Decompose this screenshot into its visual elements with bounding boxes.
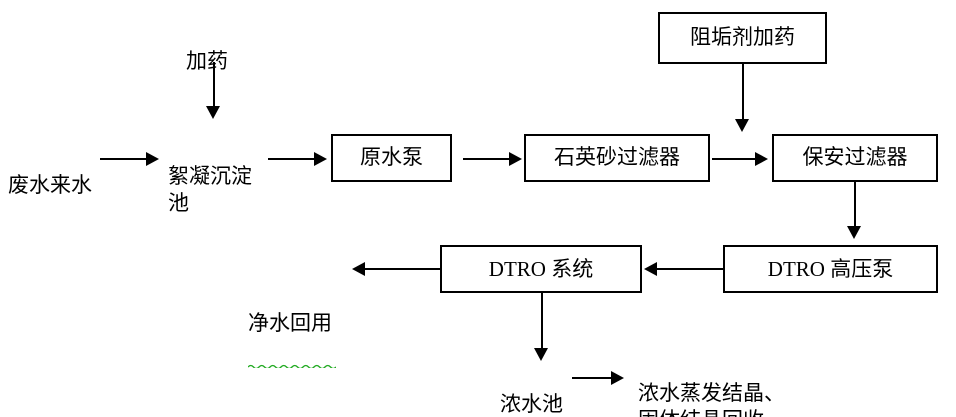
connector-concentrate-to-crystal-arrowhead (611, 371, 624, 385)
connector-dtro-to-reuse-arrowhead (352, 262, 365, 276)
connector-pump-to-quartz-line (463, 158, 511, 160)
node-floc-tank: 絮凝沉淀 池 (168, 137, 263, 218)
connector-floc-to-pump-arrowhead (314, 152, 327, 166)
connector-antiscalant-to-cartridge-arrowhead (735, 119, 749, 132)
node-crystallization: 浓水蒸发结晶、 固体结晶回收 (638, 354, 785, 417)
node-influent: 废水来水 (8, 146, 92, 200)
node-dtro-hp-pump[interactable]: DTRO 高压泵 (723, 245, 938, 293)
connector-pump-to-quartz-arrowhead (509, 152, 522, 166)
node-quartz-sand-filter[interactable]: 石英砂过滤器 (524, 134, 710, 182)
connector-floc-to-pump-line (268, 158, 316, 160)
node-clean-water-reuse-label-wrap: 净水回用 (248, 284, 336, 368)
node-cartridge-filter-label: 保安过滤器 (802, 145, 908, 169)
node-floc-tank-label: 絮凝沉淀 池 (168, 164, 252, 215)
node-dtro-system-label: DTRO 系统 (488, 256, 594, 281)
connector-dosing-to-floc-line (213, 62, 215, 108)
node-dosing: 加药 (186, 22, 228, 76)
connector-influent-to-floc-arrowhead (146, 152, 159, 166)
connector-cartridge-to-hppump-arrowhead (847, 226, 861, 239)
node-raw-water-pump-label: 原水泵 (360, 145, 423, 169)
node-crystallization-label: 浓水蒸发结晶、 固体结晶回收 (638, 381, 785, 417)
connector-quartz-to-cartridge-arrowhead (755, 152, 768, 166)
node-cartridge-filter[interactable]: 保安过滤器 (772, 134, 938, 182)
node-antiscalant-dosing-label: 阻垢剂加药 (690, 25, 795, 49)
connector-hppump-to-dtro-line (657, 268, 723, 270)
node-concentrate-pool-label: 浓水池 (500, 392, 563, 416)
node-clean-water-reuse-label: 净水回用 (248, 311, 332, 335)
connector-hppump-to-dtro-arrowhead (644, 262, 657, 276)
connector-concentrate-to-crystal-line (572, 377, 613, 379)
connector-dtro-to-reuse-line (365, 268, 440, 270)
spellcheck-squiggle-icon (248, 364, 336, 368)
connector-cartridge-to-hppump-line (854, 182, 856, 228)
node-antiscalant-dosing[interactable]: 阻垢剂加药 (658, 12, 827, 64)
connector-dtro-to-concentrate-line (541, 293, 543, 350)
node-influent-label: 废水来水 (8, 173, 92, 197)
connector-influent-to-floc-line (100, 158, 148, 160)
connector-dosing-to-floc-arrowhead (206, 106, 220, 119)
node-clean-water-reuse: 净水回用 (248, 257, 336, 368)
node-concentrate-pool: 浓水池 (500, 365, 563, 417)
node-dtro-system[interactable]: DTRO 系统 (440, 245, 642, 293)
node-dtro-hp-pump-label: DTRO 高压泵 (767, 256, 894, 281)
connector-antiscalant-to-cartridge-line (742, 64, 744, 121)
node-dosing-label: 加药 (186, 49, 228, 73)
node-raw-water-pump[interactable]: 原水泵 (331, 134, 452, 182)
connector-quartz-to-cartridge-line (712, 158, 758, 160)
connector-dtro-to-concentrate-arrowhead (534, 348, 548, 361)
node-quartz-sand-filter-label: 石英砂过滤器 (554, 145, 680, 169)
